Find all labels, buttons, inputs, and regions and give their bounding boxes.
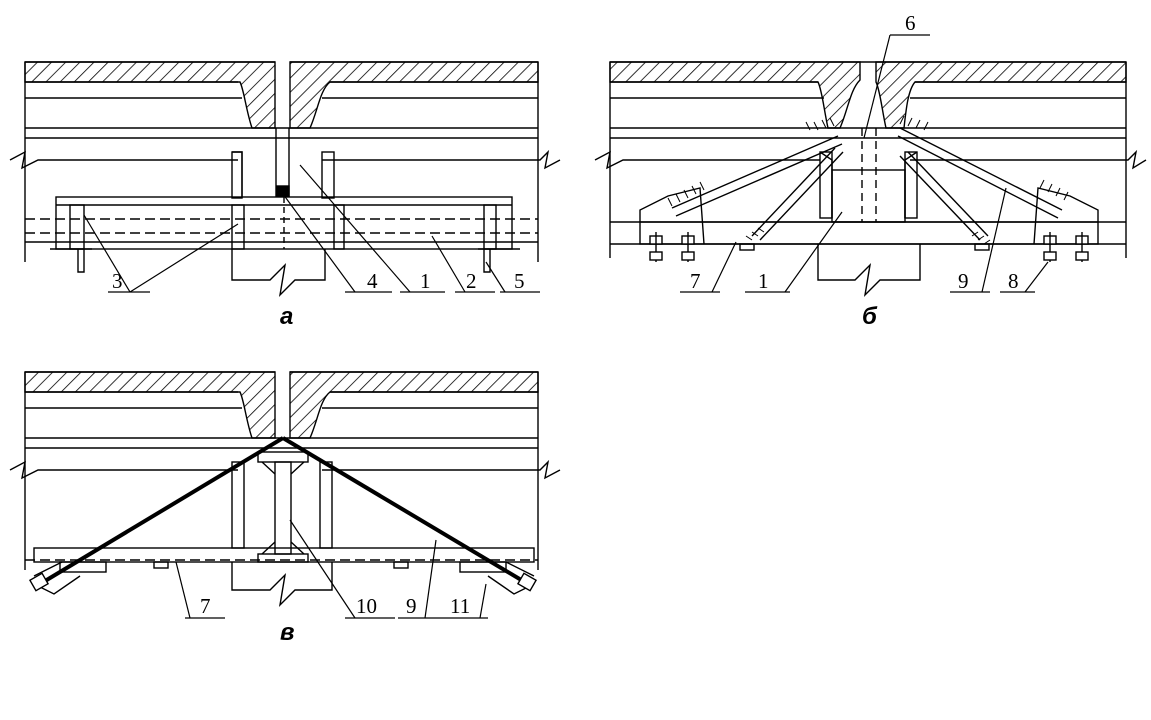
panel-v-callout-7: 7 <box>200 594 211 618</box>
panel-v-callout-10: 10 <box>356 594 377 618</box>
panel-a-slab <box>24 61 539 262</box>
panel-b-callout-9: 9 <box>958 269 969 293</box>
panel-a-leaders <box>83 164 540 293</box>
panel-a-seal <box>276 185 290 197</box>
panel-b-slab <box>609 61 1127 258</box>
panel-a <box>9 61 561 298</box>
panel-b-callout-1: 1 <box>758 269 769 293</box>
panel-v-tension-rods <box>38 436 530 586</box>
panel-a-callout-1: 1 <box>420 269 431 293</box>
panel-v-anchor-nuts <box>28 572 538 592</box>
panel-b-welds <box>667 115 1069 245</box>
panel-v <box>9 371 561 619</box>
panel-b-callout-7: 7 <box>690 269 701 293</box>
panel-a-callout-5: 5 <box>514 269 525 293</box>
panel-b-bolts <box>649 232 1089 262</box>
panel-b-braces <box>671 127 1063 241</box>
panel-b-caption: б <box>862 303 878 330</box>
panel-v-callout-9: 9 <box>406 594 417 618</box>
panel-a-callout-2: 2 <box>466 269 477 293</box>
panel-b <box>594 34 1147 298</box>
panel-a-callout-4: 4 <box>367 269 378 293</box>
panel-v-callout-11: 11 <box>450 594 470 618</box>
panel-b-callout-6: 6 <box>905 11 916 35</box>
panel-a-caption: а <box>280 303 293 330</box>
panel-v-leaders <box>175 519 488 619</box>
panel-v-slab <box>24 371 539 570</box>
panel-b-callout-8: 8 <box>1008 269 1019 293</box>
panel-v-caption: в <box>280 619 295 646</box>
panel-b-leaders <box>680 34 1049 293</box>
panel-a-callout-3: 3 <box>112 269 123 293</box>
panel-v-column <box>257 451 309 563</box>
